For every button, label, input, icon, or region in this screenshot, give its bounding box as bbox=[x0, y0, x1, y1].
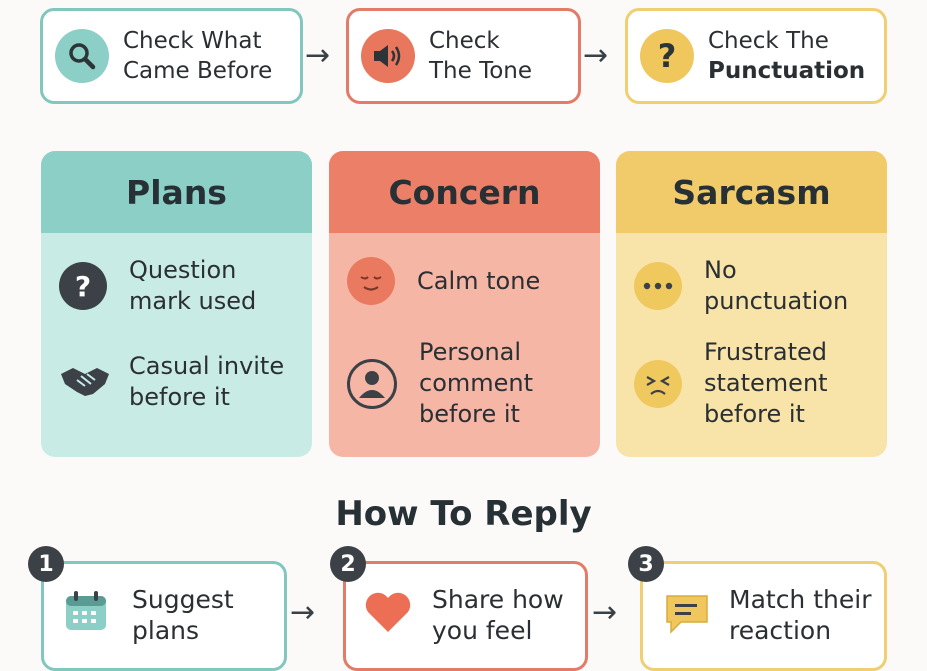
chat-bubble-icon bbox=[663, 592, 711, 640]
category-title: Sarcasm bbox=[616, 151, 887, 233]
calendar-icon bbox=[64, 590, 108, 636]
heart-icon bbox=[364, 590, 412, 638]
step-number-badge: 1 bbox=[28, 546, 64, 582]
category-title: Concern bbox=[329, 151, 600, 233]
frustrated-face-icon bbox=[634, 359, 682, 408]
handshake-icon bbox=[59, 358, 111, 406]
step-number-badge: 3 bbox=[628, 546, 664, 582]
arrow-icon: → bbox=[583, 38, 609, 73]
calm-face-icon bbox=[347, 257, 395, 305]
step-number-badge: 2 bbox=[330, 546, 366, 582]
dots-icon bbox=[634, 262, 682, 310]
magnifier-icon bbox=[55, 29, 109, 83]
arrow-icon: → bbox=[290, 595, 316, 630]
question-icon: ? bbox=[640, 29, 694, 83]
category-item: Calm tone bbox=[417, 266, 541, 295]
arrow-icon: → bbox=[305, 38, 331, 73]
question-mark-icon: ? bbox=[59, 262, 107, 310]
speaker-icon bbox=[361, 29, 415, 83]
arrow-icon: → bbox=[592, 595, 618, 630]
section-title: How To Reply bbox=[335, 494, 592, 534]
person-icon bbox=[347, 358, 397, 409]
category-title: Plans bbox=[41, 151, 312, 233]
